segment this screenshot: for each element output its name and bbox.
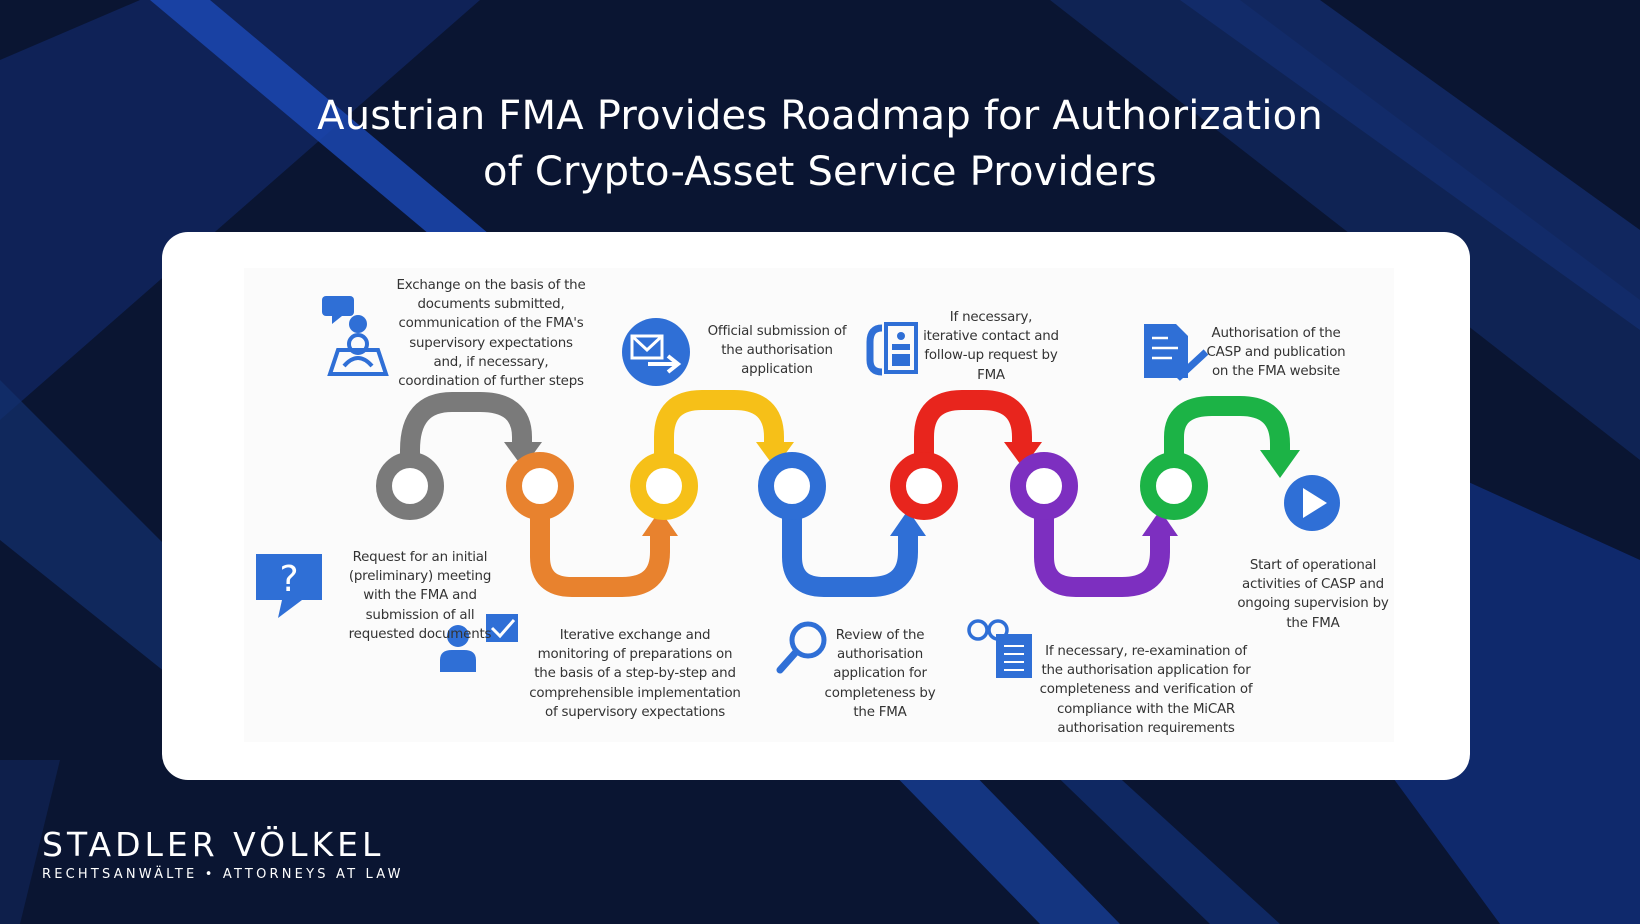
question-speech-bubble-icon: ?	[256, 554, 322, 618]
node-purple	[1010, 452, 1078, 520]
arrowhead-green	[1260, 450, 1300, 478]
logo-name: STADLER VÖLKEL	[42, 825, 385, 864]
node-gray	[376, 452, 444, 520]
arrowhead-red	[1004, 442, 1042, 468]
connector-red	[914, 390, 1032, 467]
page-title: Austrian FMA Provides Roadmap for Author…	[0, 88, 1640, 200]
step-5-label: Review of the authorisation application …	[824, 628, 936, 720]
company-logo: STADLER VÖLKEL RECHTSANWÄLTE • ATTORNEYS…	[42, 826, 404, 884]
step-6-label: If necessary, iterative contact and foll…	[923, 310, 1059, 383]
connector-orange	[530, 502, 670, 597]
node-orange	[506, 452, 574, 520]
step-9-label: Start of operational activities of CASP …	[1237, 558, 1389, 631]
roadmap-card: ?	[162, 232, 1470, 780]
node-green	[1140, 452, 1208, 520]
page-title-line-2: of Crypto-Asset Service Providers	[483, 149, 1157, 195]
play-icon	[1284, 475, 1340, 531]
glasses-document-icon	[967, 619, 1032, 678]
svg-text:?: ?	[279, 559, 298, 600]
magnifier-icon	[776, 621, 827, 674]
roadmap-diagram: ?	[256, 296, 1340, 678]
document-check-icon	[1144, 324, 1209, 381]
arrowhead-yellow	[756, 442, 794, 468]
node-red	[890, 452, 958, 520]
node-blue	[758, 452, 826, 520]
step-7-label: If necessary, re-examination of the auth…	[1039, 644, 1253, 736]
step-3-label: Iterative exchange and monitoring of pre…	[529, 628, 741, 720]
connector-gray	[400, 392, 532, 467]
connector-yellow	[654, 390, 784, 467]
arrowhead-purple	[1142, 510, 1178, 536]
step-2-label: Exchange on the basis of the documents s…	[396, 278, 586, 390]
page-title-line-1: Austrian FMA Provides Roadmap for Author…	[317, 93, 1323, 139]
arrowhead-orange	[642, 510, 678, 536]
arrowhead-gray	[504, 442, 542, 468]
meeting-person-icon	[322, 296, 389, 376]
connector-blue	[782, 502, 918, 597]
logo-subtitle: RECHTSANWÄLTE • ATTORNEYS AT LAW	[42, 867, 404, 882]
step-1-label: Request for an initial (preliminary) mee…	[348, 550, 492, 642]
envelope-arrow-icon	[622, 318, 690, 386]
step-4-label: Official submission of the authorisation…	[707, 324, 847, 378]
arrowhead-blue	[890, 510, 926, 536]
step-8-label: Authorisation of the CASP and publicatio…	[1206, 326, 1346, 380]
person-checklist-icon	[440, 614, 518, 672]
node-yellow	[630, 452, 698, 520]
phone-icon	[866, 322, 918, 376]
connector-green	[1164, 396, 1290, 467]
connector-purple	[1034, 502, 1170, 597]
